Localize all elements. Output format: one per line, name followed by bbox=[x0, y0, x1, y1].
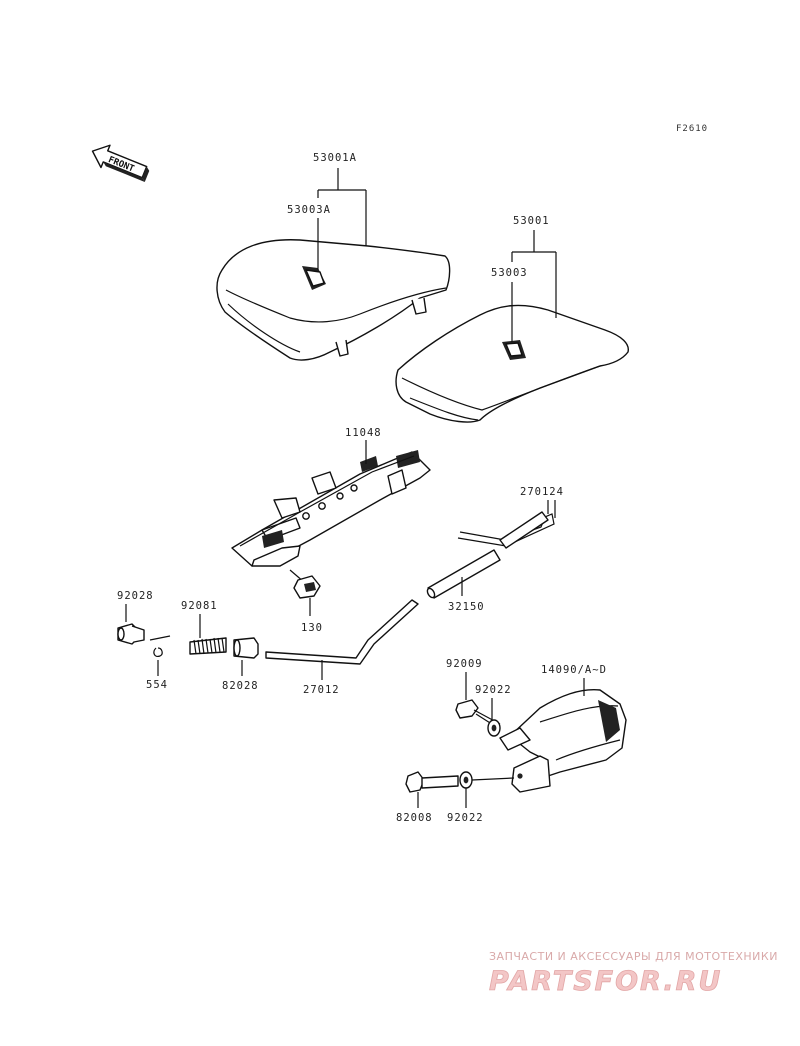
label-clip-554: 554 bbox=[146, 679, 168, 691]
front-seat bbox=[216, 239, 451, 361]
watermark-tagline: ЗАПЧАСТИ И АКСЕССУАРЫ ДЛЯ МОТОТЕХНИКИ bbox=[489, 950, 778, 963]
rear-seat bbox=[395, 304, 629, 423]
washer-92022-top bbox=[487, 719, 501, 737]
bolt-130 bbox=[289, 569, 321, 616]
bolt-82008 bbox=[405, 771, 459, 793]
spring-92081 bbox=[189, 637, 227, 655]
rear-seat-leaders bbox=[511, 230, 557, 342]
label-rear-seat-cover: 53003 bbox=[491, 267, 528, 279]
label-pin-82028-bottom: 82028 bbox=[222, 680, 259, 692]
label-rear-seat: 53001 bbox=[513, 215, 550, 227]
label-washer-92022-top: 92022 bbox=[475, 684, 512, 696]
label-seat-bracket: 11048 bbox=[345, 427, 382, 439]
label-rod-27012: 27012 bbox=[303, 684, 340, 696]
pin-82028-bottom bbox=[233, 637, 259, 659]
label-cable-270124: 270124 bbox=[520, 486, 564, 498]
label-bolt-92009: 92009 bbox=[446, 658, 483, 670]
label-bolt-82008: 82008 bbox=[396, 812, 433, 824]
label-bolt-130: 130 bbox=[301, 622, 323, 634]
front-arrow-icon: FRONT bbox=[91, 144, 150, 182]
label-lock-assembly: 14090/A~D bbox=[541, 664, 607, 676]
label-pin-92028-top: 92028 bbox=[117, 590, 154, 602]
label-tube-32150: 32150 bbox=[448, 601, 485, 613]
cable-270124 bbox=[457, 500, 556, 549]
label-front-seat-cover: 53003A bbox=[287, 204, 331, 216]
watermark-brand: PARTSFOR.RU bbox=[489, 966, 722, 997]
seat-bracket bbox=[231, 450, 431, 567]
figure-code: F2610 bbox=[676, 124, 708, 134]
rod-27012 bbox=[265, 599, 419, 665]
lock-assembly bbox=[499, 688, 627, 793]
label-front-seat: 53001A bbox=[313, 152, 357, 164]
label-washer-92022-bottom: 92022 bbox=[447, 812, 484, 824]
pin-92028-top bbox=[117, 623, 145, 645]
clip-554 bbox=[149, 635, 171, 657]
label-spring-92081: 92081 bbox=[181, 600, 218, 612]
tube-32150 bbox=[426, 549, 501, 599]
front-seat-leaders bbox=[317, 168, 367, 270]
washer-92022-bottom bbox=[459, 771, 515, 789]
